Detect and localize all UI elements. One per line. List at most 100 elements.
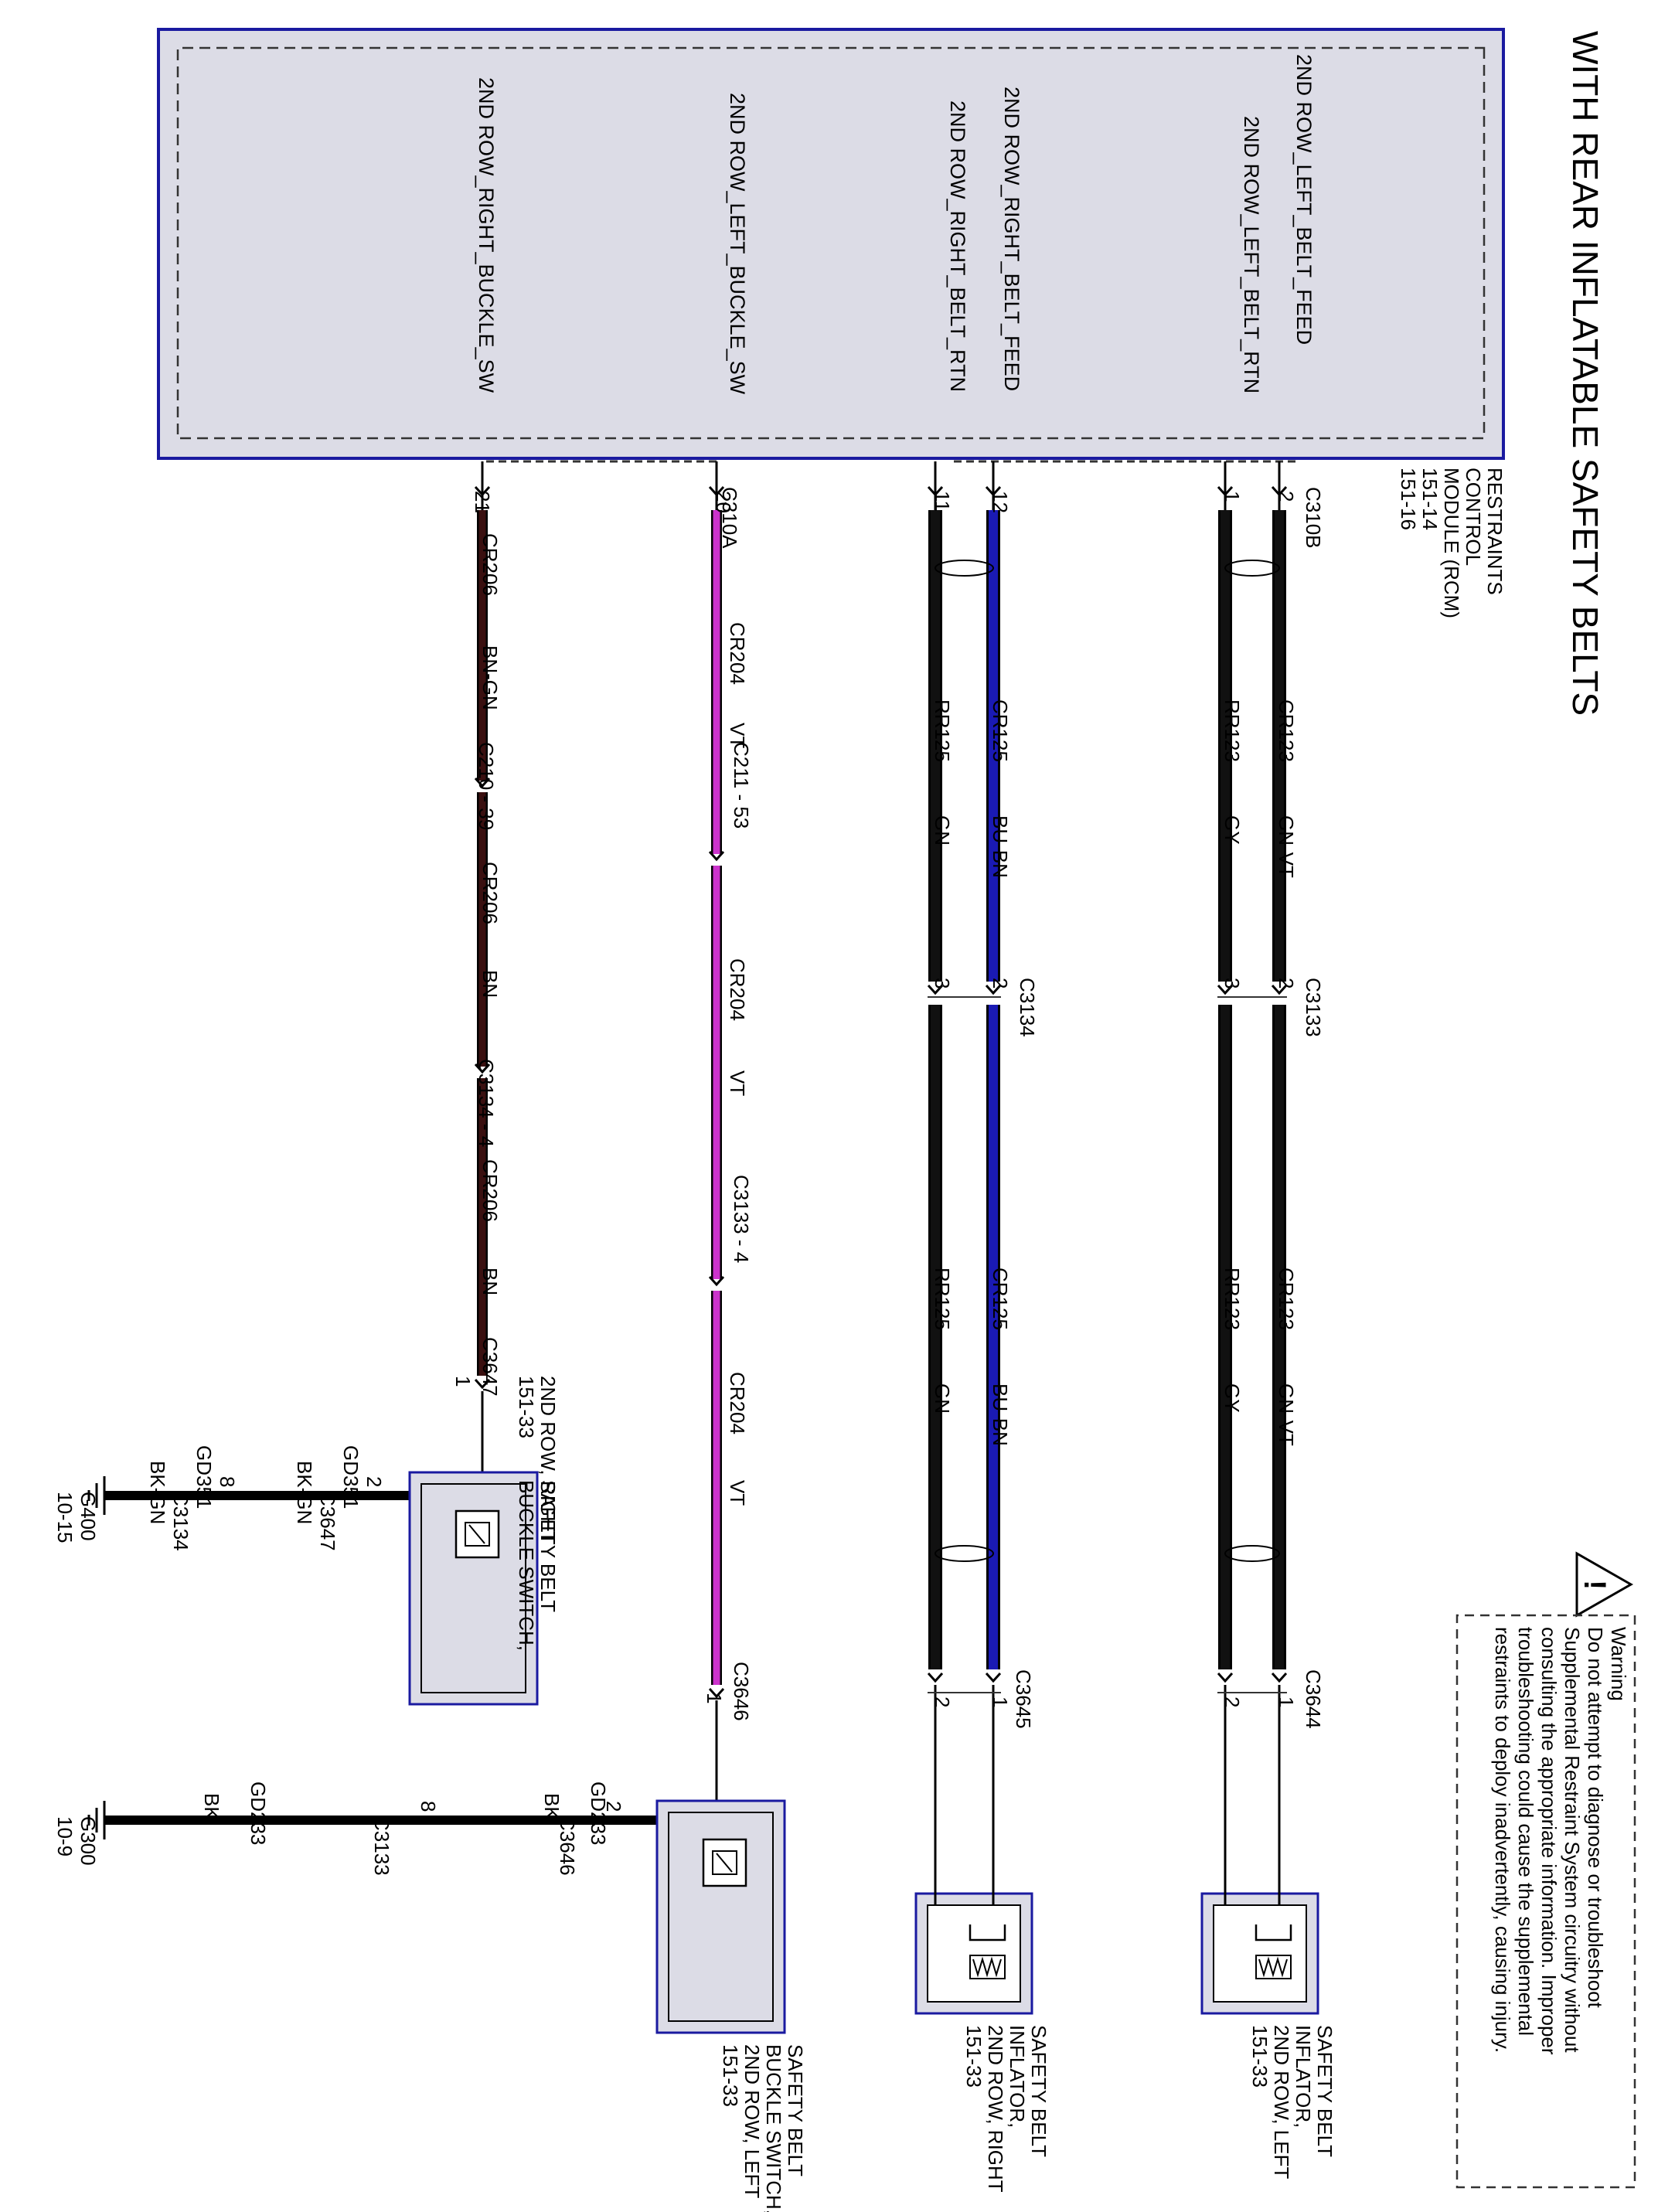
cir-d-seg1-color: GN	[931, 815, 954, 846]
wire-gd351-ground-symbol	[87, 1476, 106, 1515]
c3644-pin-2: 2	[1221, 1696, 1244, 1707]
rcm-label-4: 151-14	[1418, 468, 1442, 530]
ground-g400: G400	[77, 1492, 100, 1541]
inflator-right-ref: 151-33	[962, 2025, 986, 2088]
gnd-left-conn-switch: C3646	[556, 1816, 579, 1876]
warning-exclamation: !	[1578, 1580, 1612, 1590]
wire-rr123-pin-chevron	[1217, 485, 1234, 497]
cir-e-seg3-name: CR204	[726, 1372, 749, 1434]
ground-circuit-right: 2 C3647 GD351 BK-GN 8 C3134 GD351 BK-GN …	[53, 1445, 386, 1551]
cir-f-seg2-name: CR206	[478, 862, 502, 924]
wire-rr125-inline-chevron	[927, 984, 944, 995]
gnd-right-circuit-2: GD351	[192, 1445, 216, 1509]
c3644-pin-1: 1	[1275, 1696, 1298, 1707]
diagram-title: WITH REAR INFLATABLE SAFETY BELTS	[1565, 31, 1605, 716]
warning-heading: Warning	[1607, 1627, 1630, 1701]
cir-d-seg1-name: RR125	[931, 699, 954, 762]
cir-f-seg1-name: CR206	[478, 533, 502, 596]
gnd-right-conn-inline: C3134	[169, 1492, 192, 1551]
buckle-switch-left: SAFETY BELT BUCKLE SWITCH, 2ND ROW, LEFT…	[655, 1799, 807, 2212]
cir-a-seg2-name: CR123	[1275, 1268, 1298, 1330]
rcm-label-1: RESTRAINTS	[1483, 468, 1506, 595]
gnd-left-pin-inline: 8	[417, 1801, 440, 1812]
signal-left-buckle-sw: 2ND ROW_LEFT_BUCKLE_SW	[726, 93, 749, 395]
ground-circuit-left: 2 C3646 GD233 BK 8 C3133 GD233 BK G300 1…	[53, 1782, 625, 1876]
wire-cr123-inline-chevron	[1271, 984, 1288, 995]
gnd-left-color-1: BK	[540, 1793, 563, 1820]
gnd-right-conn-switch: C3647	[316, 1492, 339, 1551]
wire-rr125-pin-chevron	[927, 485, 944, 497]
inflator-right-location: 2ND ROW, RIGHT	[984, 2025, 1007, 2193]
gnd-right-circuit-1: GD351	[339, 1445, 363, 1509]
warning-box	[1455, 1614, 1636, 2189]
c211-53-label: C211 - 53	[730, 742, 753, 829]
inflator-left-type: INFLATOR,	[1292, 2025, 1315, 2128]
pin-c310b-1: 1	[1221, 491, 1244, 502]
warning-line-3: consulting the appropriate information. …	[1537, 1627, 1561, 2055]
c3133-pin-3: 3	[1221, 978, 1244, 989]
pin-c310a-20: 20	[712, 491, 735, 513]
pin-c310b-11: 11	[931, 491, 954, 512]
wire-rr123-end-chevron	[1217, 1672, 1234, 1683]
cir-f-seg1-color: BN-GN	[478, 645, 502, 710]
signal-right-belt-rtn: 2ND ROW_RIGHT_BELT_RTN	[946, 100, 969, 392]
wire-harness	[87, 461, 1288, 1886]
inflator-left-inner	[1213, 1904, 1307, 2003]
cir-a-seg1-color: GN-VT	[1275, 815, 1298, 878]
cir-b-seg1-name: RR123	[1221, 699, 1244, 762]
signal-left-belt-feed: 2ND ROW_LEFT_BELT_FEED	[1292, 54, 1316, 345]
wire-cr125-inline-chevron	[985, 984, 1002, 995]
c3644-label: C3644	[1302, 1669, 1325, 1729]
c3645-pin-2: 2	[931, 1696, 954, 1707]
signal-left-belt-rtn: 2ND ROW_LEFT_BELT_RTN	[1240, 116, 1263, 393]
cir-e-seg3-color: VT	[726, 1480, 749, 1506]
wire-cr206-end-chevron	[474, 1378, 491, 1390]
buckle-left-location: 2ND ROW, LEFT	[740, 2044, 764, 2198]
c3647-label: C3647	[478, 1337, 502, 1397]
ground-g400-ref: 10-15	[53, 1492, 77, 1543]
buckle-left-type: BUCKLE SWITCH,	[762, 2044, 785, 2212]
buckle-right-name: SAFETY BELT	[536, 1480, 560, 1612]
gnd-left-conn-inline: C3133	[370, 1816, 393, 1876]
inflator-left-ref: 151-33	[1248, 2025, 1272, 2088]
warning-line-2: Supplemental Restraint System circuitry …	[1561, 1627, 1584, 2053]
c3133-pin-2: 2	[1275, 978, 1298, 989]
restraints-control-module: 2ND ROW_LEFT_BELT_FEED 2ND ROW_LEFT_BELT…	[157, 28, 1506, 618]
signal-right-belt-feed: 2ND ROW_RIGHT_BELT_FEED	[1000, 87, 1023, 391]
warning-line-5: restraints to deploy inadvertently, caus…	[1491, 1627, 1514, 2053]
c3647-pin-1: 1	[451, 1376, 475, 1387]
cir-f-seg2-color: BN	[478, 970, 502, 998]
wire-cr204-c211-chevron	[708, 850, 725, 862]
wire-cr204-pin-chevron	[708, 485, 725, 497]
warning-line-4: troubleshooting could cause the suppleme…	[1514, 1627, 1537, 2036]
c3134-label: C3134	[1016, 978, 1039, 1037]
cir-c-seg2-name: CR125	[989, 1268, 1012, 1330]
twisted-pair-marker-3	[935, 1545, 994, 1562]
wire-rr125-end-chevron	[927, 1672, 944, 1683]
cir-d-seg2-color: GN	[931, 1383, 954, 1414]
wire-cr204-c3133-chevron	[708, 1275, 725, 1287]
wire-gd233-ground-symbol	[87, 1801, 106, 1839]
cir-a-seg1-name: CR123	[1275, 699, 1298, 762]
wire-cr206-c210-chevron	[474, 777, 491, 788]
wire-cr123-end-chevron	[1271, 1672, 1288, 1683]
gnd-right-color-1: BK-GN	[293, 1461, 316, 1524]
cir-e-seg2-name: CR204	[726, 958, 749, 1021]
cir-b-seg2-color: GY	[1221, 1383, 1244, 1413]
wire-rr123-inline-chevron	[1217, 984, 1234, 995]
c3133-4-label: C3133 - 4	[730, 1175, 753, 1263]
c3133-label: C3133	[1302, 978, 1325, 1037]
buckle-switch-right: SAFETY BELT BUCKLE SWITCH, 2ND ROW, RIGH…	[408, 1376, 560, 1706]
twisted-pair-marker-2	[935, 560, 994, 577]
wire-cr125-pin-chevron	[985, 485, 1002, 497]
cir-b-seg2-name: RR123	[1221, 1268, 1244, 1330]
cir-a-seg2-color: GN-VT	[1275, 1383, 1298, 1446]
cir-c-seg2-color: BU-BN	[989, 1383, 1012, 1446]
c310b-label: C310B	[1302, 487, 1325, 549]
cir-f-seg3-name: CR206	[478, 1159, 502, 1222]
cir-e-seg1-name: CR204	[726, 622, 749, 685]
gnd-left-color-2: BK	[200, 1793, 223, 1820]
